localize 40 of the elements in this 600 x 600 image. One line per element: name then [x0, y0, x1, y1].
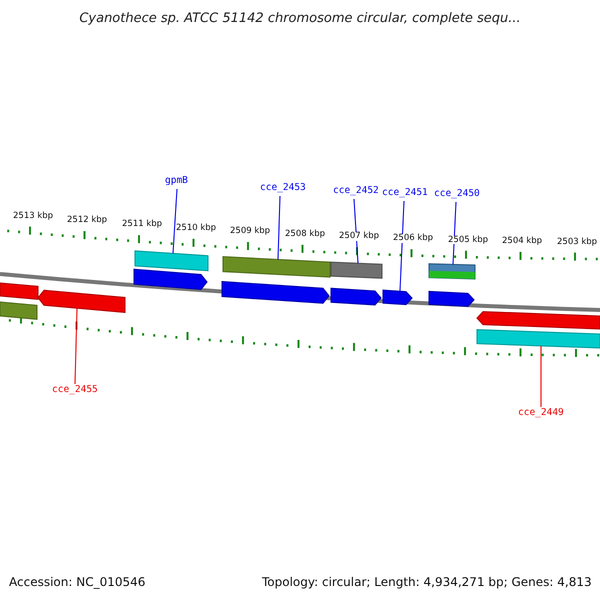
gene-feature: [0, 301, 38, 320]
accession-text: Accession: NC_010546: [9, 576, 146, 588]
scale-label: 2505 kbp: [448, 236, 488, 244]
gene-feature: [476, 329, 600, 349]
gene-feature: [134, 250, 208, 272]
gene-feature: [428, 290, 475, 307]
gene-feature: [330, 288, 382, 306]
leader-line: [400, 200, 404, 292]
gene-feature: [382, 290, 413, 306]
leader-line: [74, 308, 78, 384]
gene-feature: [330, 262, 382, 279]
gene-label: cce_2452: [333, 186, 379, 196]
leader-line: [172, 188, 178, 254]
genome-info-text: Topology: circular; Length: 4,934,271 bp; Genes: 4,813: [262, 576, 592, 588]
scale-label: 2511 kbp: [122, 220, 162, 229]
scale-label: 2503 kbp: [557, 238, 598, 246]
scale-label: 2510 kbp: [176, 224, 216, 232]
scale-label: 2509 kbp: [230, 227, 270, 236]
scale-label: 2508 kbp: [285, 230, 326, 238]
gene-label: gpmB: [165, 176, 188, 186]
leader-line: [452, 202, 456, 265]
scale-label: 2507 kbp: [339, 232, 380, 241]
gene-feature: [222, 256, 330, 278]
gene-feature: [428, 263, 476, 280]
leader-line: [278, 196, 280, 260]
gene-feature: [37, 290, 126, 314]
gene-label: cce_2449: [518, 408, 564, 418]
gene-label: cce_2451: [382, 188, 428, 198]
scale-label: 2506 kbp: [393, 234, 434, 243]
gene-feature: [0, 282, 38, 300]
map-title: Cyanothece sp. ATCC 51142 chromosome circular, complete sequ...: [78, 12, 522, 25]
gene-label: cce_2455: [52, 385, 98, 394]
scale-label: 2504 kbp: [502, 236, 542, 246]
gene-feature: [134, 268, 208, 290]
gene-label: cce_2453: [260, 183, 306, 192]
gene-feature: [476, 311, 600, 330]
gene-label: cce_2450: [434, 189, 480, 198]
scale-label: 2512 kbp: [67, 216, 108, 225]
scale-label: 2513 kbp: [13, 212, 54, 220]
leader-line: [540, 345, 542, 408]
